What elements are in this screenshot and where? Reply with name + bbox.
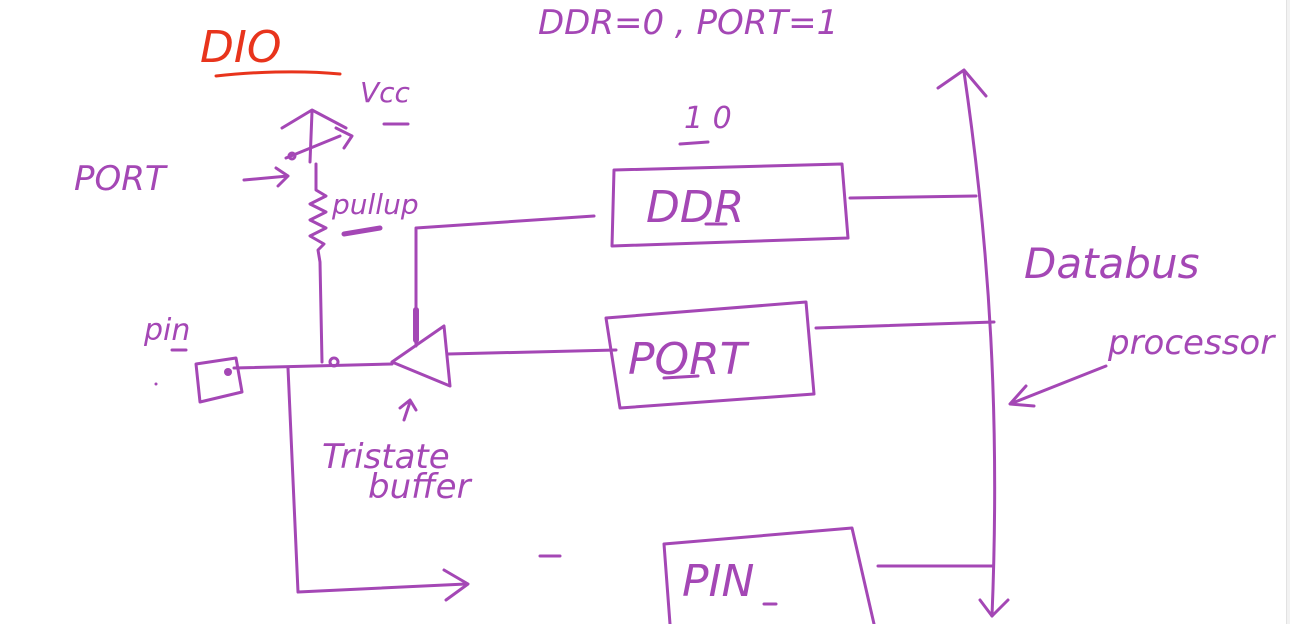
stray-dot [154, 382, 158, 386]
condition-text: DDR=0 , PORT=1 [538, 3, 838, 43]
port-control-label: PORT [74, 159, 168, 199]
port-register-box [604, 300, 816, 410]
pin-wire [232, 362, 394, 370]
pin-read-arrow [442, 568, 470, 602]
pin-read-wire [286, 366, 468, 594]
ddr-bus-wire [848, 194, 978, 200]
databus-arrow-top [936, 68, 988, 98]
processor-label: processor [1107, 323, 1276, 363]
port-bus-wire [814, 320, 996, 330]
buffer-enable-wire [414, 214, 596, 348]
tristate-buffer [390, 324, 452, 388]
processor-arrow [1008, 364, 1108, 408]
ddr-note: 1 0 [684, 101, 732, 136]
ddr-register-box [610, 162, 850, 248]
scrollbar-edge[interactable] [1286, 0, 1290, 624]
pullup-resistor [308, 162, 328, 364]
tristate-label-line2: buffer [368, 467, 473, 507]
port-label-underline [662, 374, 700, 380]
databus-label: Databus [1024, 239, 1199, 288]
buffer-input-wire [446, 348, 618, 356]
vcc-rail [280, 108, 348, 130]
pin-label: pin [143, 313, 190, 348]
pullup-junction [328, 356, 340, 368]
vcc-label: Vcc [360, 76, 411, 109]
diagram-title: DIO [200, 22, 282, 73]
switch-contact [287, 151, 297, 161]
pin-register-label: PIN [682, 556, 754, 607]
pin-register-box [662, 526, 876, 624]
databus-arrow-bottom [978, 598, 1010, 618]
pullup-label: pullup [331, 188, 419, 221]
ddr-note-underline [678, 140, 710, 146]
title-underline [214, 70, 342, 78]
pin-pad [194, 356, 244, 404]
tristate-label-line1: Tristate [322, 437, 450, 477]
databus-line [962, 70, 997, 618]
ddr-register-label: DDR [646, 182, 744, 233]
pin-dot [224, 368, 232, 376]
port-control-arrow [242, 166, 290, 188]
pullup-underline [341, 225, 383, 237]
tristate-pointer [398, 398, 418, 422]
vcc-tap [308, 110, 314, 164]
pullup-switch [284, 126, 354, 160]
